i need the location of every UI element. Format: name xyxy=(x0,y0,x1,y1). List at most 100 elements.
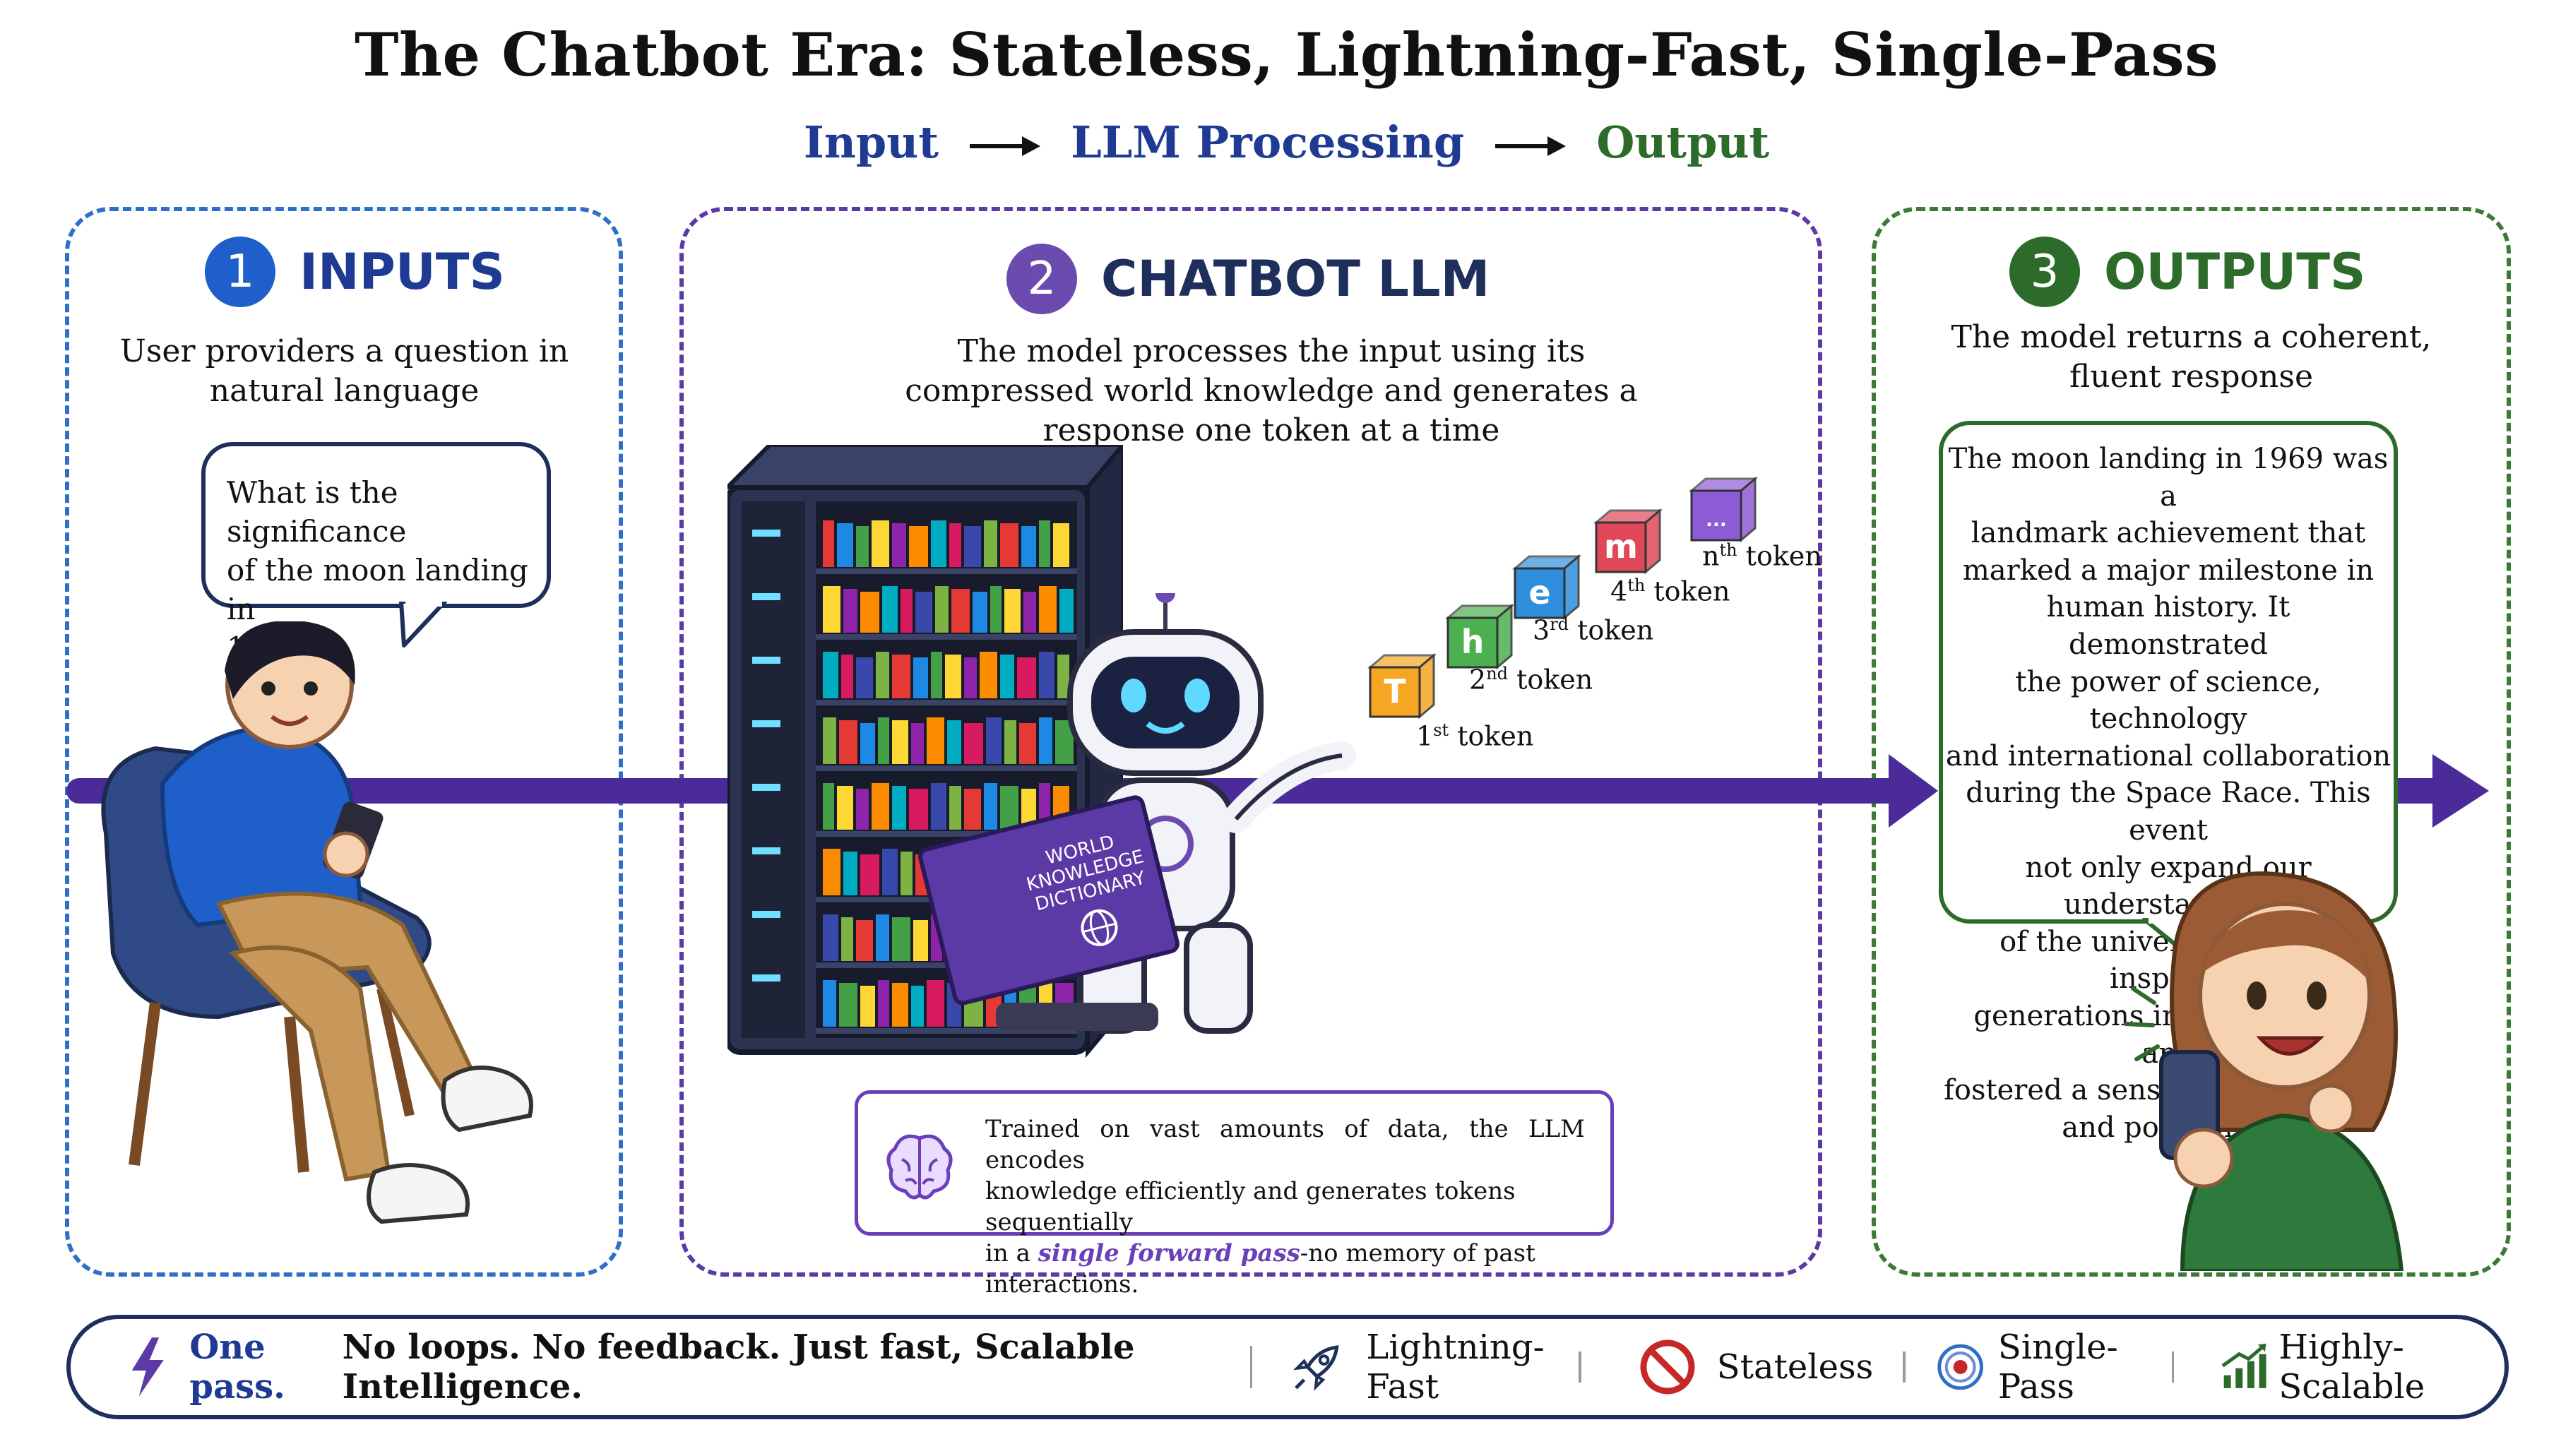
token-ordinal-suffix: th xyxy=(1719,540,1737,560)
llm-heading: CHATBOT LLM xyxy=(1101,250,1490,308)
shelf-book xyxy=(823,717,836,764)
token-ordinal: n xyxy=(1702,540,1720,572)
shelf-book xyxy=(964,657,977,698)
shelf-book xyxy=(856,657,873,698)
shelf-book xyxy=(911,986,924,1027)
feature-highly-scalable: Highly-Scalable xyxy=(2219,1327,2504,1407)
shelf-book xyxy=(876,914,889,961)
lightning-icon xyxy=(131,1337,164,1397)
shelf-book xyxy=(913,920,928,961)
inputs-description-line: natural language xyxy=(209,373,480,409)
llm-description-line: The model processes the input using its xyxy=(957,333,1586,369)
feature-stateless: Stateless xyxy=(1638,1337,1873,1397)
shelf-board xyxy=(816,831,1077,837)
shelf-book xyxy=(1000,786,1018,830)
shelf-book xyxy=(892,786,906,830)
shelf-book xyxy=(1019,723,1036,764)
feature-single-pass: Single-Pass xyxy=(1935,1327,2161,1407)
question-bubble: What is the significance of the moon lan… xyxy=(201,442,551,665)
shelf-book xyxy=(1039,520,1050,567)
answer-line: marked a major milestone in xyxy=(1962,554,2375,587)
shelf-book xyxy=(892,917,910,961)
user-illustration xyxy=(101,621,533,1224)
shelf-board xyxy=(816,765,1077,771)
llm-description-line: compressed world knowledge and generates… xyxy=(905,373,1638,409)
token-letter: m xyxy=(1604,527,1638,566)
token-ordinal-suffix: nd xyxy=(1486,664,1509,684)
responder-illustration xyxy=(2124,871,2404,1271)
shelf-book xyxy=(964,526,981,567)
shelf-book xyxy=(927,980,944,1027)
shelf-book xyxy=(843,852,857,895)
shelf-book xyxy=(856,526,869,567)
note-emphasis: single forward pass xyxy=(1038,1239,1300,1267)
shelf-book xyxy=(872,783,889,830)
token-label: 4th token xyxy=(1610,575,1730,607)
shelf-book xyxy=(882,586,898,633)
shelf-book xyxy=(823,652,838,698)
shelf-book xyxy=(878,980,889,1027)
answer-line: the power of science, technology xyxy=(2015,665,2322,736)
shelf-book xyxy=(901,852,913,895)
shelf-book xyxy=(823,586,840,633)
shelf-book xyxy=(913,657,928,698)
shelf-book xyxy=(990,586,1002,633)
note-line: Trained on vast amounts of data, the LLM… xyxy=(985,1115,1585,1174)
token-cube: h xyxy=(1444,603,1515,670)
flow-processing: LLM Processing xyxy=(1071,117,1465,168)
feature-label: Highly-Scalable xyxy=(2278,1327,2425,1407)
shelf-book xyxy=(1059,589,1074,633)
outputs-panel xyxy=(1872,207,2511,1277)
shelf-book xyxy=(1039,652,1054,698)
shelf-book xyxy=(823,980,836,1027)
shelf-book xyxy=(1021,789,1036,830)
token-label: 3rd token xyxy=(1533,614,1653,646)
outputs-description-line: The model returns a coherent, xyxy=(1951,319,2432,355)
shelf-book xyxy=(1004,589,1021,633)
shelf-book xyxy=(986,717,1002,764)
inputs-header: 1 INPUTS xyxy=(205,237,505,307)
shelf-book xyxy=(973,592,987,633)
shelf-book xyxy=(927,717,944,764)
token-ordinal-suffix: th xyxy=(1627,575,1646,595)
shelf-book xyxy=(949,523,961,567)
shelf-book xyxy=(839,983,857,1027)
shelf-book xyxy=(823,914,838,961)
token-label: 1st token xyxy=(1416,720,1533,752)
token-cube: e xyxy=(1511,554,1582,621)
shelf-book xyxy=(892,523,906,567)
globe-icon xyxy=(1081,909,1118,946)
shelf-book xyxy=(823,849,840,895)
shelf-book xyxy=(1039,717,1052,764)
token-cube: m xyxy=(1593,508,1663,575)
footer-separator xyxy=(1903,1351,1906,1383)
llm-description: The model processes the input using its … xyxy=(904,332,1639,450)
token-ordinal: 1 xyxy=(1416,720,1434,752)
token-ordinal: 2 xyxy=(1469,664,1487,696)
token-letter: T xyxy=(1384,672,1406,710)
note-line: in a single forward pass-no memory of pa… xyxy=(985,1238,1585,1300)
answer-line: The moon landing in 1969 was a xyxy=(1948,443,2389,513)
shelf-book xyxy=(964,789,981,830)
shelf-book xyxy=(1004,720,1016,764)
inputs-description: User providers a question in natural lan… xyxy=(85,332,604,411)
token-word: token xyxy=(1508,664,1593,696)
outputs-header: 3 OUTPUTS xyxy=(2009,237,2365,307)
token-word: token xyxy=(1449,720,1534,752)
rocket-icon xyxy=(1293,1345,1339,1391)
shelf-board xyxy=(816,634,1077,640)
token-label: 2nd token xyxy=(1469,664,1593,696)
step-number-3: 3 xyxy=(2009,237,2080,307)
llm-description-line: response one token at a time xyxy=(1042,412,1500,448)
shelf-book xyxy=(984,783,997,830)
llm-note: Trained on vast amounts of data, the LLM… xyxy=(855,1090,1614,1299)
shelf-book xyxy=(931,783,946,830)
shelf-book xyxy=(949,786,961,830)
shelf-book xyxy=(843,589,857,633)
shelf-book xyxy=(839,720,857,764)
shelf-board xyxy=(816,568,1077,574)
shelf-book xyxy=(860,854,879,895)
answer-line: during the Space Race. This event xyxy=(1966,777,2371,847)
shelf-book xyxy=(892,720,908,764)
footer-bar: One pass. No loops. No feedback. Just fa… xyxy=(66,1315,2509,1419)
